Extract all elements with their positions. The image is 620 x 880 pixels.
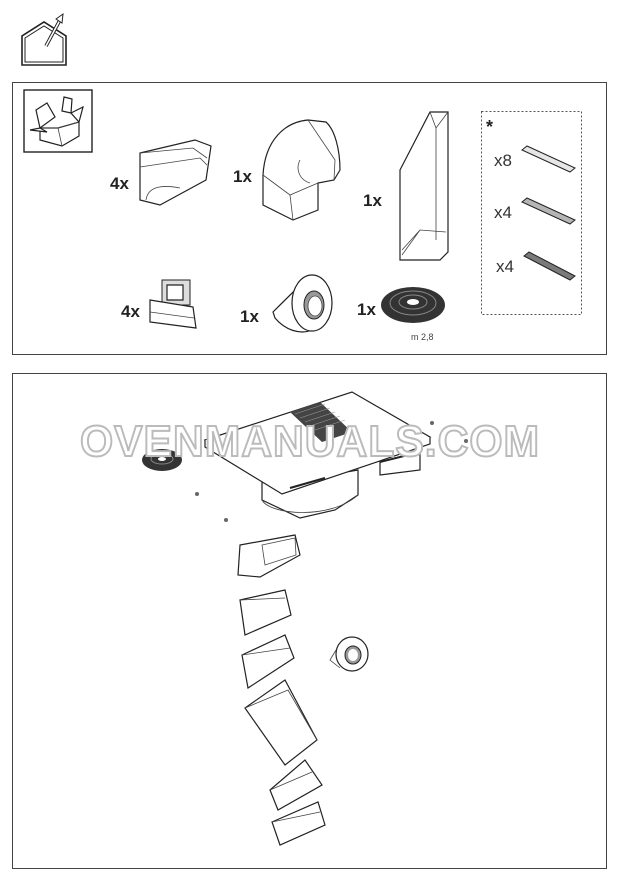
strip-qty-1: x8 [494,151,512,170]
duct-bend-assembly-4-illustration [271,801,326,846]
package-contents-icon [23,89,93,153]
duct-bend-short-illustration [139,139,212,206]
tape-roll-illustration [272,274,333,333]
watermark: OVENMANUALS.COM [80,417,540,466]
external-venting-icon [21,12,67,66]
duct-straight-assembly-illustration [244,679,318,766]
tape-roll-assembly-illustration [329,636,369,672]
duct-elbow-assembly-illustration [237,534,301,578]
duct-straight-illustration [399,111,449,261]
hob-illustration [203,391,432,519]
strip-qty-3: x4 [496,257,514,276]
screws-illustration [195,421,468,522]
seal-strip-medium [521,197,576,225]
duct-straight-qty: 1x [363,191,382,210]
seal-strip-dark [523,251,576,281]
duct-bend-assembly-3-illustration [269,759,323,811]
assembly-panel [12,373,607,869]
seal-strip-length: m 2,8 [411,332,434,342]
parts-panel [12,82,607,355]
duct-bend-short-qty: 4x [110,174,129,193]
duct-bend-assembly-1-illustration [239,589,292,636]
duct-bend-assembly-2-illustration [241,634,295,689]
seal-strip-roll-illustration [381,287,445,323]
optional-accessories-box [481,111,582,315]
duct-clip-qty: 4x [121,302,140,321]
optional-marker: * [486,117,493,137]
seal-strip-light [521,145,576,173]
duct-clip-illustration [149,279,197,329]
duct-elbow-qty: 1x [233,167,252,186]
tape-roll-qty: 1x [240,307,259,326]
strip-qty-2: x4 [494,203,512,222]
seal-roll-small-illustration [142,449,182,471]
seal-strip-roll-qty: 1x [357,300,376,319]
duct-elbow-illustration [262,119,341,221]
